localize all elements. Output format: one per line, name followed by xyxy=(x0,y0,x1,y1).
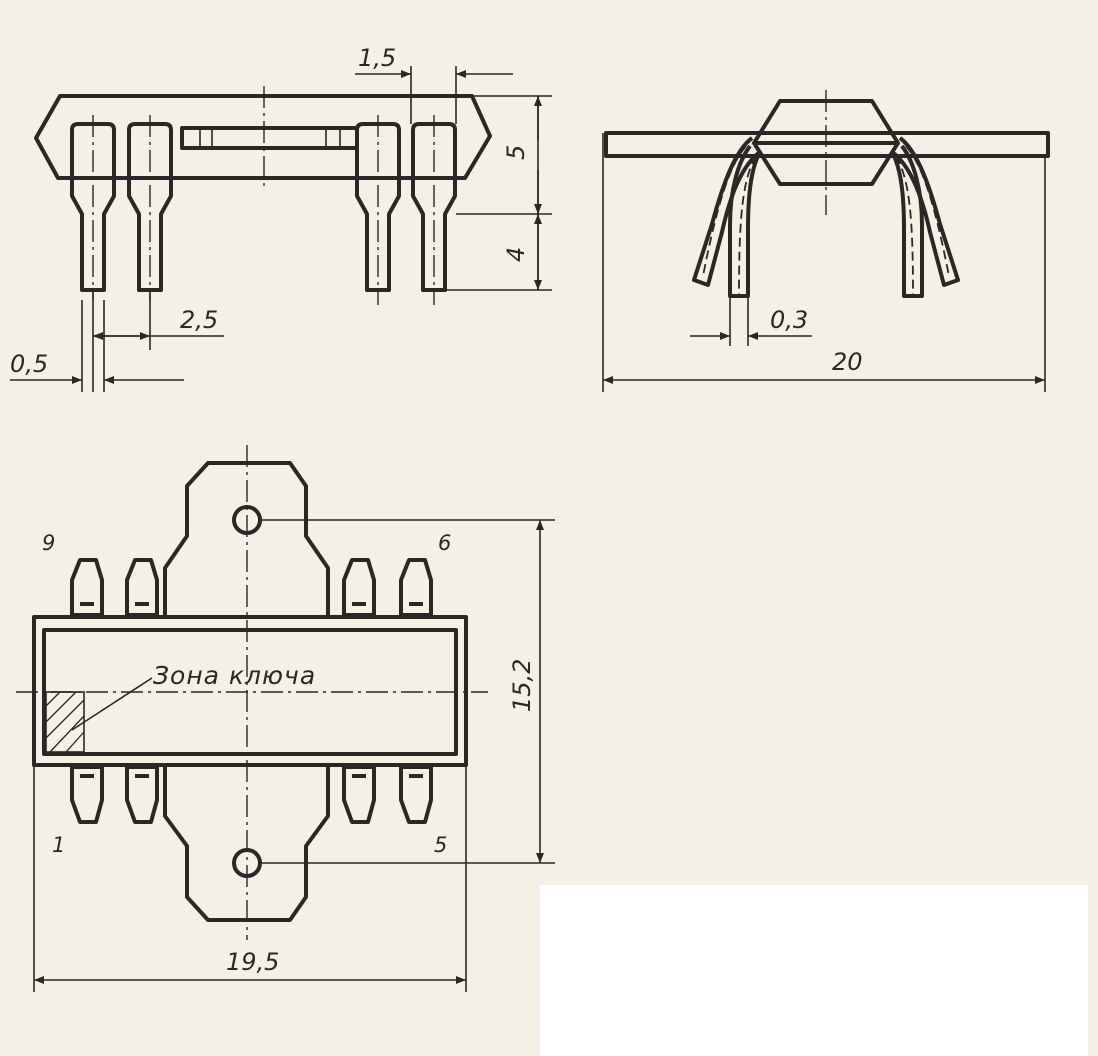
key-zone-label: Зона ключа xyxy=(153,661,316,690)
side-lead-left xyxy=(692,136,762,298)
front-lead-4 xyxy=(411,115,457,305)
side-lead-right xyxy=(890,136,960,298)
blank-area xyxy=(540,885,1088,1056)
dim-0-3: 0,3 xyxy=(770,306,808,334)
pin-label-9: 9 xyxy=(42,531,55,555)
dim-19-5: 19,5 xyxy=(226,948,279,976)
bottom-pins xyxy=(70,765,433,824)
front-body-plate xyxy=(34,94,492,180)
dim-15-2: 15,2 xyxy=(508,659,536,712)
top-body-outer xyxy=(32,615,468,767)
dim-1-5: 1,5 xyxy=(358,44,396,72)
side-mount-plate xyxy=(604,131,1050,158)
top-pins xyxy=(70,558,433,617)
dim-4: 4 xyxy=(502,247,530,262)
front-lead-3 xyxy=(355,115,401,305)
dim-2-5: 2,5 xyxy=(180,306,218,334)
top-view: Зона ключа 9 6 1 5 15,2 19,5 xyxy=(16,445,555,992)
pin-label-5: 5 xyxy=(434,833,447,857)
dim-0-5: 0,5 xyxy=(10,350,48,378)
pin-label-6: 6 xyxy=(438,531,451,555)
dim-5: 5 xyxy=(502,145,530,160)
front-connector-bar xyxy=(180,126,359,150)
front-lead-1 xyxy=(70,115,116,300)
dim-20: 20 xyxy=(832,348,863,376)
pin-label-1: 1 xyxy=(52,833,65,857)
side-view: 0,3 20 xyxy=(602,90,1050,392)
key-zone-hatch xyxy=(45,691,85,753)
front-view: 1,5 5 4 2,5 0,5 xyxy=(10,44,552,392)
front-lead-2 xyxy=(127,115,173,300)
